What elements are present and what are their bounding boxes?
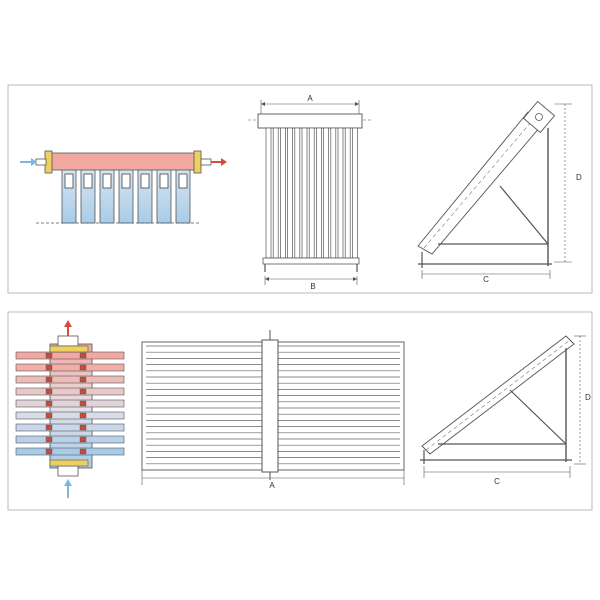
tube-connector <box>45 424 53 431</box>
tube-connector <box>45 388 53 395</box>
tube-connector <box>79 448 87 455</box>
front-width-label: A <box>269 481 275 490</box>
tube-connector <box>79 352 87 359</box>
vertical-tube <box>352 127 358 259</box>
front-width-label: A <box>307 94 313 103</box>
tube-connector <box>45 376 53 383</box>
vertical-tube <box>280 127 286 259</box>
tube-connector <box>79 400 87 407</box>
tube-connector <box>79 424 87 431</box>
side-base-label: C <box>483 275 489 284</box>
tube-connector <box>45 364 53 371</box>
top-header-bar <box>257 113 363 129</box>
vertical-tube <box>301 127 308 259</box>
arrow-up-icon <box>64 479 72 498</box>
horizontal-tube <box>15 387 125 396</box>
side-base-label: C <box>494 477 500 486</box>
tube-connector <box>79 412 87 419</box>
vertical-tube <box>287 127 293 259</box>
vertical-tube <box>294 127 301 259</box>
vertical-tube <box>272 127 279 259</box>
horizontal-tube <box>15 447 125 456</box>
horizontal-tube <box>15 399 125 408</box>
top-front-view: A B <box>248 94 372 291</box>
top-manifold-diagram <box>20 150 227 224</box>
arrow-right-icon <box>20 158 37 166</box>
tube-connectors <box>64 173 188 189</box>
bottom-side-view: D C <box>420 335 591 486</box>
tube-connector <box>45 412 53 419</box>
vertical-tube <box>330 127 337 259</box>
horizontal-tube <box>15 351 125 360</box>
vertical-tube <box>265 127 272 259</box>
horizontal-tube <box>15 363 125 372</box>
tube-connector <box>79 364 87 371</box>
tube-connector <box>45 400 53 407</box>
tube-connector <box>79 436 87 443</box>
tube-connector <box>45 436 53 443</box>
horizontal-tube <box>15 411 125 420</box>
horizontal-tubes <box>15 351 125 456</box>
horizontal-tube <box>15 375 125 384</box>
arrow-right-icon <box>211 158 227 166</box>
vertical-tube <box>323 127 329 259</box>
tube-connector <box>79 376 87 383</box>
tube-connector <box>45 448 53 455</box>
header-manifold <box>49 152 197 171</box>
horizontal-tube <box>15 435 125 444</box>
vertical-tube <box>308 127 315 259</box>
tube-connector <box>45 352 53 359</box>
center-manifold <box>261 339 279 473</box>
vertical-tubes <box>265 127 358 259</box>
vertical-tube <box>337 127 344 259</box>
top-side-view: D C <box>417 100 582 284</box>
vertical-tube <box>344 127 351 259</box>
arrow-up-icon <box>64 320 72 336</box>
vertical-tube <box>316 127 322 259</box>
side-height-label: D <box>576 173 582 182</box>
tube-connector <box>79 388 87 395</box>
bottom-flow-diagram <box>15 320 125 498</box>
bottom-front-view: A <box>141 330 405 490</box>
side-height-label: D <box>585 393 591 402</box>
front-bottom-label: B <box>310 282 315 291</box>
manifold-end-right <box>193 150 202 174</box>
horizontal-tube <box>15 423 125 432</box>
